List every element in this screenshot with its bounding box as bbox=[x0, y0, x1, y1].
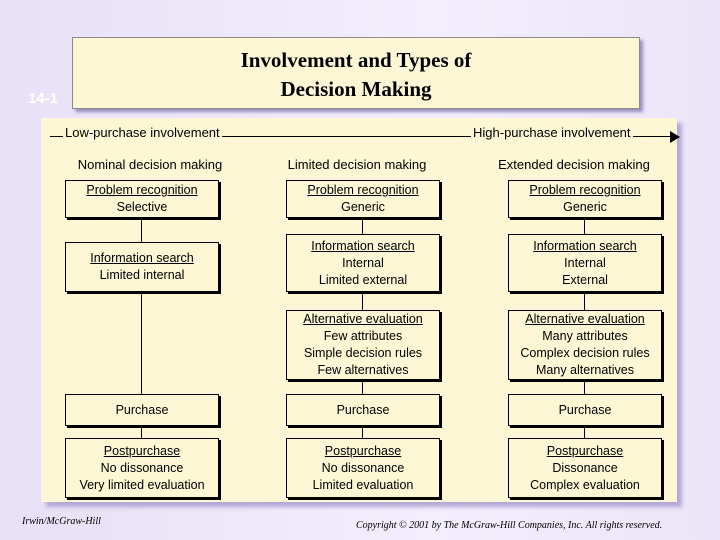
box-heading: Postpurchase bbox=[103, 443, 181, 458]
box-detail: Complex evaluation bbox=[530, 477, 640, 492]
publisher-footer: Irwin/McGraw-Hill bbox=[22, 516, 101, 527]
box-detail: Limited external bbox=[318, 272, 408, 287]
box-detail: Very limited evaluation bbox=[79, 477, 205, 492]
connector-line bbox=[362, 378, 363, 394]
connector-line bbox=[362, 290, 363, 310]
extended-problem-recognition-box: Problem recognition Generic bbox=[508, 180, 662, 218]
box-detail: Complex decision rules bbox=[520, 346, 650, 360]
box-detail: Internal bbox=[342, 255, 384, 270]
box-heading: Purchase bbox=[558, 402, 612, 417]
title-line-2: Decision Making bbox=[280, 77, 432, 101]
connector-line bbox=[362, 424, 363, 438]
extended-information-search-box: Information search Internal External bbox=[508, 234, 662, 292]
box-heading: Alternative evaluation bbox=[303, 312, 423, 326]
limited-alternative-evaluation-box: Alternative evaluation Few attributes Si… bbox=[286, 310, 440, 380]
box-detail: Internal bbox=[564, 255, 606, 270]
box-detail: Limited evaluation bbox=[312, 477, 414, 492]
copyright-footer: Copyright © 2001 by The McGraw-Hill Comp… bbox=[356, 520, 663, 531]
box-detail: Many alternatives bbox=[536, 363, 634, 377]
connector-line bbox=[584, 378, 585, 394]
box-detail: Limited internal bbox=[99, 268, 185, 282]
box-heading: Problem recognition bbox=[529, 183, 641, 197]
axis-arrow-head bbox=[670, 131, 680, 143]
connector-line bbox=[141, 290, 142, 394]
nominal-postpurchase-box: Postpurchase No dissonance Very limited … bbox=[65, 438, 219, 498]
nominal-information-search-box: Information search Limited internal bbox=[65, 242, 219, 292]
connector-line bbox=[141, 216, 142, 242]
heading-extended: Extended decision making bbox=[498, 157, 650, 172]
box-heading: Information search bbox=[311, 238, 415, 253]
slide-number: 14-1 bbox=[28, 90, 59, 107]
limited-information-search-box: Information search Internal Limited exte… bbox=[286, 234, 440, 292]
involvement-axis-line bbox=[50, 136, 672, 137]
extended-purchase-box: Purchase bbox=[508, 394, 662, 426]
box-detail: No dissonance bbox=[100, 460, 184, 475]
box-heading: Alternative evaluation bbox=[525, 312, 645, 326]
box-detail: Few alternatives bbox=[317, 363, 409, 377]
box-heading: Postpurchase bbox=[546, 443, 624, 458]
box-detail: Simple decision rules bbox=[303, 346, 423, 360]
box-detail: Few attributes bbox=[323, 329, 403, 343]
box-detail: No dissonance bbox=[321, 460, 405, 475]
low-involvement-label: Low-purchase involvement bbox=[63, 125, 222, 140]
nominal-purchase-box: Purchase bbox=[65, 394, 219, 426]
box-detail: Dissonance bbox=[552, 460, 618, 475]
connector-line bbox=[584, 424, 585, 438]
box-detail: External bbox=[562, 272, 608, 287]
title-line-1: Involvement and Types of bbox=[240, 48, 472, 72]
connector-line bbox=[584, 290, 585, 310]
box-heading: Postpurchase bbox=[324, 443, 402, 458]
nominal-problem-recognition-box: Problem recognition Selective bbox=[65, 180, 219, 218]
box-detail: Generic bbox=[341, 200, 385, 214]
connector-line bbox=[362, 216, 363, 234]
heading-nominal: Nominal decision making bbox=[77, 157, 223, 172]
box-heading: Problem recognition bbox=[86, 183, 198, 197]
connector-line bbox=[584, 216, 585, 234]
slide-title: Involvement and Types of Decision Making bbox=[72, 37, 640, 109]
limited-problem-recognition-box: Problem recognition Generic bbox=[286, 180, 440, 218]
box-heading: Information search bbox=[90, 251, 194, 265]
limited-purchase-box: Purchase bbox=[286, 394, 440, 426]
limited-postpurchase-box: Postpurchase No dissonance Limited evalu… bbox=[286, 438, 440, 498]
heading-limited: Limited decision making bbox=[287, 157, 427, 172]
box-heading: Purchase bbox=[336, 402, 390, 417]
box-detail: Generic bbox=[563, 200, 607, 214]
extended-alternative-evaluation-box: Alternative evaluation Many attributes C… bbox=[508, 310, 662, 380]
connector-line bbox=[141, 424, 142, 438]
box-detail: Many attributes bbox=[542, 329, 628, 343]
high-involvement-label: High-purchase involvement bbox=[471, 125, 633, 140]
box-heading: Information search bbox=[533, 238, 637, 253]
box-heading: Purchase bbox=[115, 402, 169, 417]
extended-postpurchase-box: Postpurchase Dissonance Complex evaluati… bbox=[508, 438, 662, 498]
box-heading: Problem recognition bbox=[307, 183, 419, 197]
box-detail: Selective bbox=[116, 200, 168, 214]
